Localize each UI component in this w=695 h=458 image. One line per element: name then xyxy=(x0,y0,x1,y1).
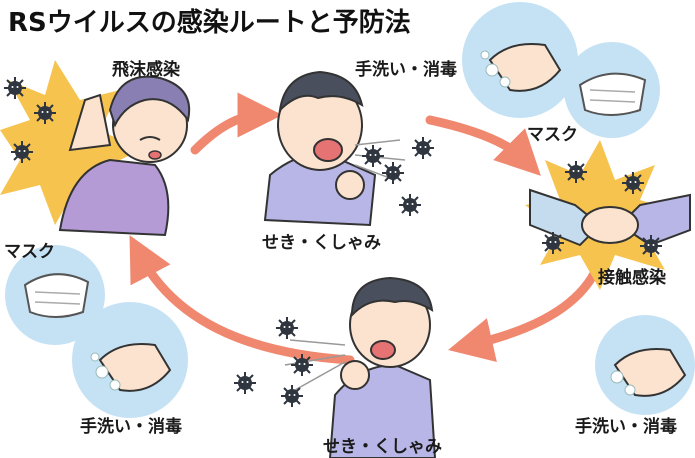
mask-label-left: マスク xyxy=(4,242,55,262)
handwash-bubble-bottom-left xyxy=(72,302,188,418)
handwash-bubble-top xyxy=(462,2,578,118)
handwash-label-top: 手洗い・消毒 xyxy=(355,60,457,80)
mask-bubble-left xyxy=(5,245,105,345)
coughing-person-bottom xyxy=(284,276,437,458)
cough-sneeze-label-top: せき・くしゃみ xyxy=(262,233,381,253)
route-arrow-top-right xyxy=(425,115,541,176)
handwash-bubble-bottom-right xyxy=(595,315,695,415)
route-arrow-left-top xyxy=(190,92,283,155)
handwash-label-bottom-left: 手洗い・消毒 xyxy=(80,417,182,437)
handwash-label-bottom-right: 手洗い・消毒 xyxy=(575,417,677,437)
contact-infection-label: 接触感染 xyxy=(598,268,666,288)
cough-sneeze-label-bottom: せき・くしゃみ xyxy=(323,437,442,457)
page-title: RSウイルスの感染ルートと予防法 xyxy=(8,8,411,38)
mask-bubble-top xyxy=(564,42,660,138)
coughing-person-top xyxy=(263,70,406,227)
droplet-infection-person xyxy=(0,60,191,237)
mask-label-top: マスク xyxy=(527,125,578,145)
droplet-infection-label: 飛沫感染 xyxy=(112,60,180,80)
route-arrow-right-down xyxy=(448,255,605,362)
route-arrow-bottom-left xyxy=(129,235,355,365)
